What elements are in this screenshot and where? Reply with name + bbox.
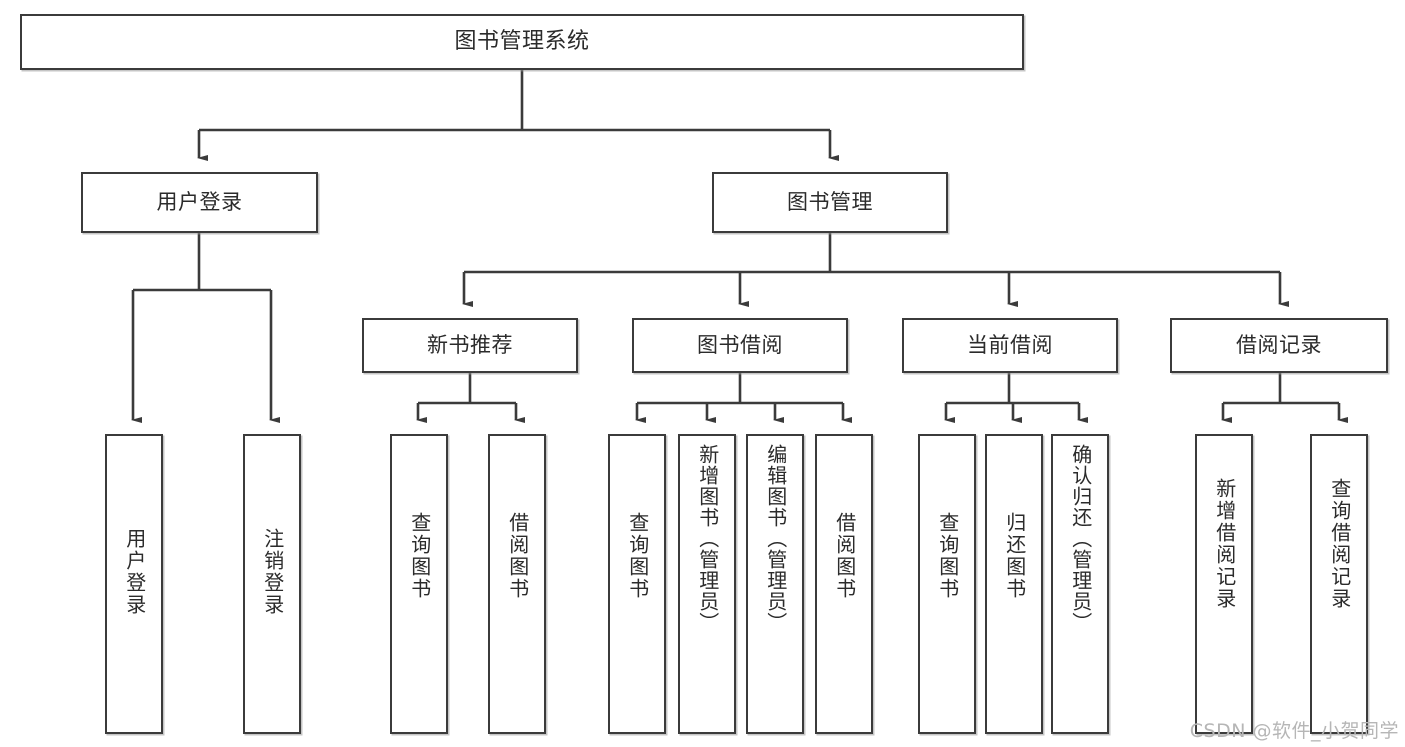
node-label: 借阅图书	[832, 512, 857, 600]
node-label: 归还图书	[1002, 512, 1027, 600]
leaf-logout[interactable]: 注销登录	[243, 434, 301, 734]
node-new-book-recommend[interactable]: 新书推荐	[362, 318, 578, 373]
leaf-query-book-current[interactable]: 查询图书	[918, 434, 976, 734]
leaf-query-book-recommend[interactable]: 查询图书	[390, 434, 448, 734]
node-label: 图书借阅	[697, 332, 783, 357]
leaf-add-book-admin[interactable]: 新增图书（管理员）	[678, 434, 736, 734]
node-label: 新增借阅记录	[1212, 478, 1237, 610]
node-borrow-records[interactable]: 借阅记录	[1170, 318, 1388, 373]
node-user-login[interactable]: 用户登录	[81, 172, 318, 233]
leaf-return-book[interactable]: 归还图书	[985, 434, 1043, 734]
watermark-text: CSDN @软件_小贺同学	[1189, 720, 1399, 742]
node-root-system[interactable]: 图书管理系统	[20, 14, 1024, 70]
node-book-borrow[interactable]: 图书借阅	[632, 318, 848, 373]
node-label: 借阅图书	[505, 512, 530, 600]
node-label: 查询借阅记录	[1327, 478, 1352, 610]
node-label: 新书推荐	[427, 332, 513, 357]
leaf-user-login[interactable]: 用户登录	[105, 434, 163, 734]
node-label: 查询图书	[407, 512, 432, 600]
node-label: 编辑图书（管理员）	[763, 444, 788, 633]
leaf-edit-book-admin[interactable]: 编辑图书（管理员）	[746, 434, 804, 734]
node-label: 注销登录	[260, 528, 285, 616]
leaf-query-borrow-record[interactable]: 查询借阅记录	[1310, 434, 1368, 734]
node-book-management[interactable]: 图书管理	[712, 172, 948, 233]
leaf-borrow-book[interactable]: 借阅图书	[815, 434, 873, 734]
node-label: 借阅记录	[1236, 332, 1322, 357]
node-label: 查询图书	[935, 512, 960, 600]
node-label: 图书管理	[787, 189, 873, 214]
node-current-borrow[interactable]: 当前借阅	[902, 318, 1118, 373]
node-label: 新增图书（管理员）	[695, 444, 720, 633]
node-label: 用户登录	[122, 528, 147, 616]
leaf-add-borrow-record[interactable]: 新增借阅记录	[1195, 434, 1253, 734]
leaf-confirm-return-admin[interactable]: 确认归还（管理员）	[1051, 434, 1109, 734]
leaf-borrow-book-recommend[interactable]: 借阅图书	[488, 434, 546, 734]
node-label: 用户登录	[156, 189, 243, 214]
node-label: 确认归还（管理员）	[1068, 444, 1093, 633]
leaf-query-book-borrow[interactable]: 查询图书	[608, 434, 666, 734]
node-label: 当前借阅	[967, 332, 1053, 357]
node-label: 查询图书	[625, 512, 650, 600]
node-label: 图书管理系统	[454, 28, 590, 54]
